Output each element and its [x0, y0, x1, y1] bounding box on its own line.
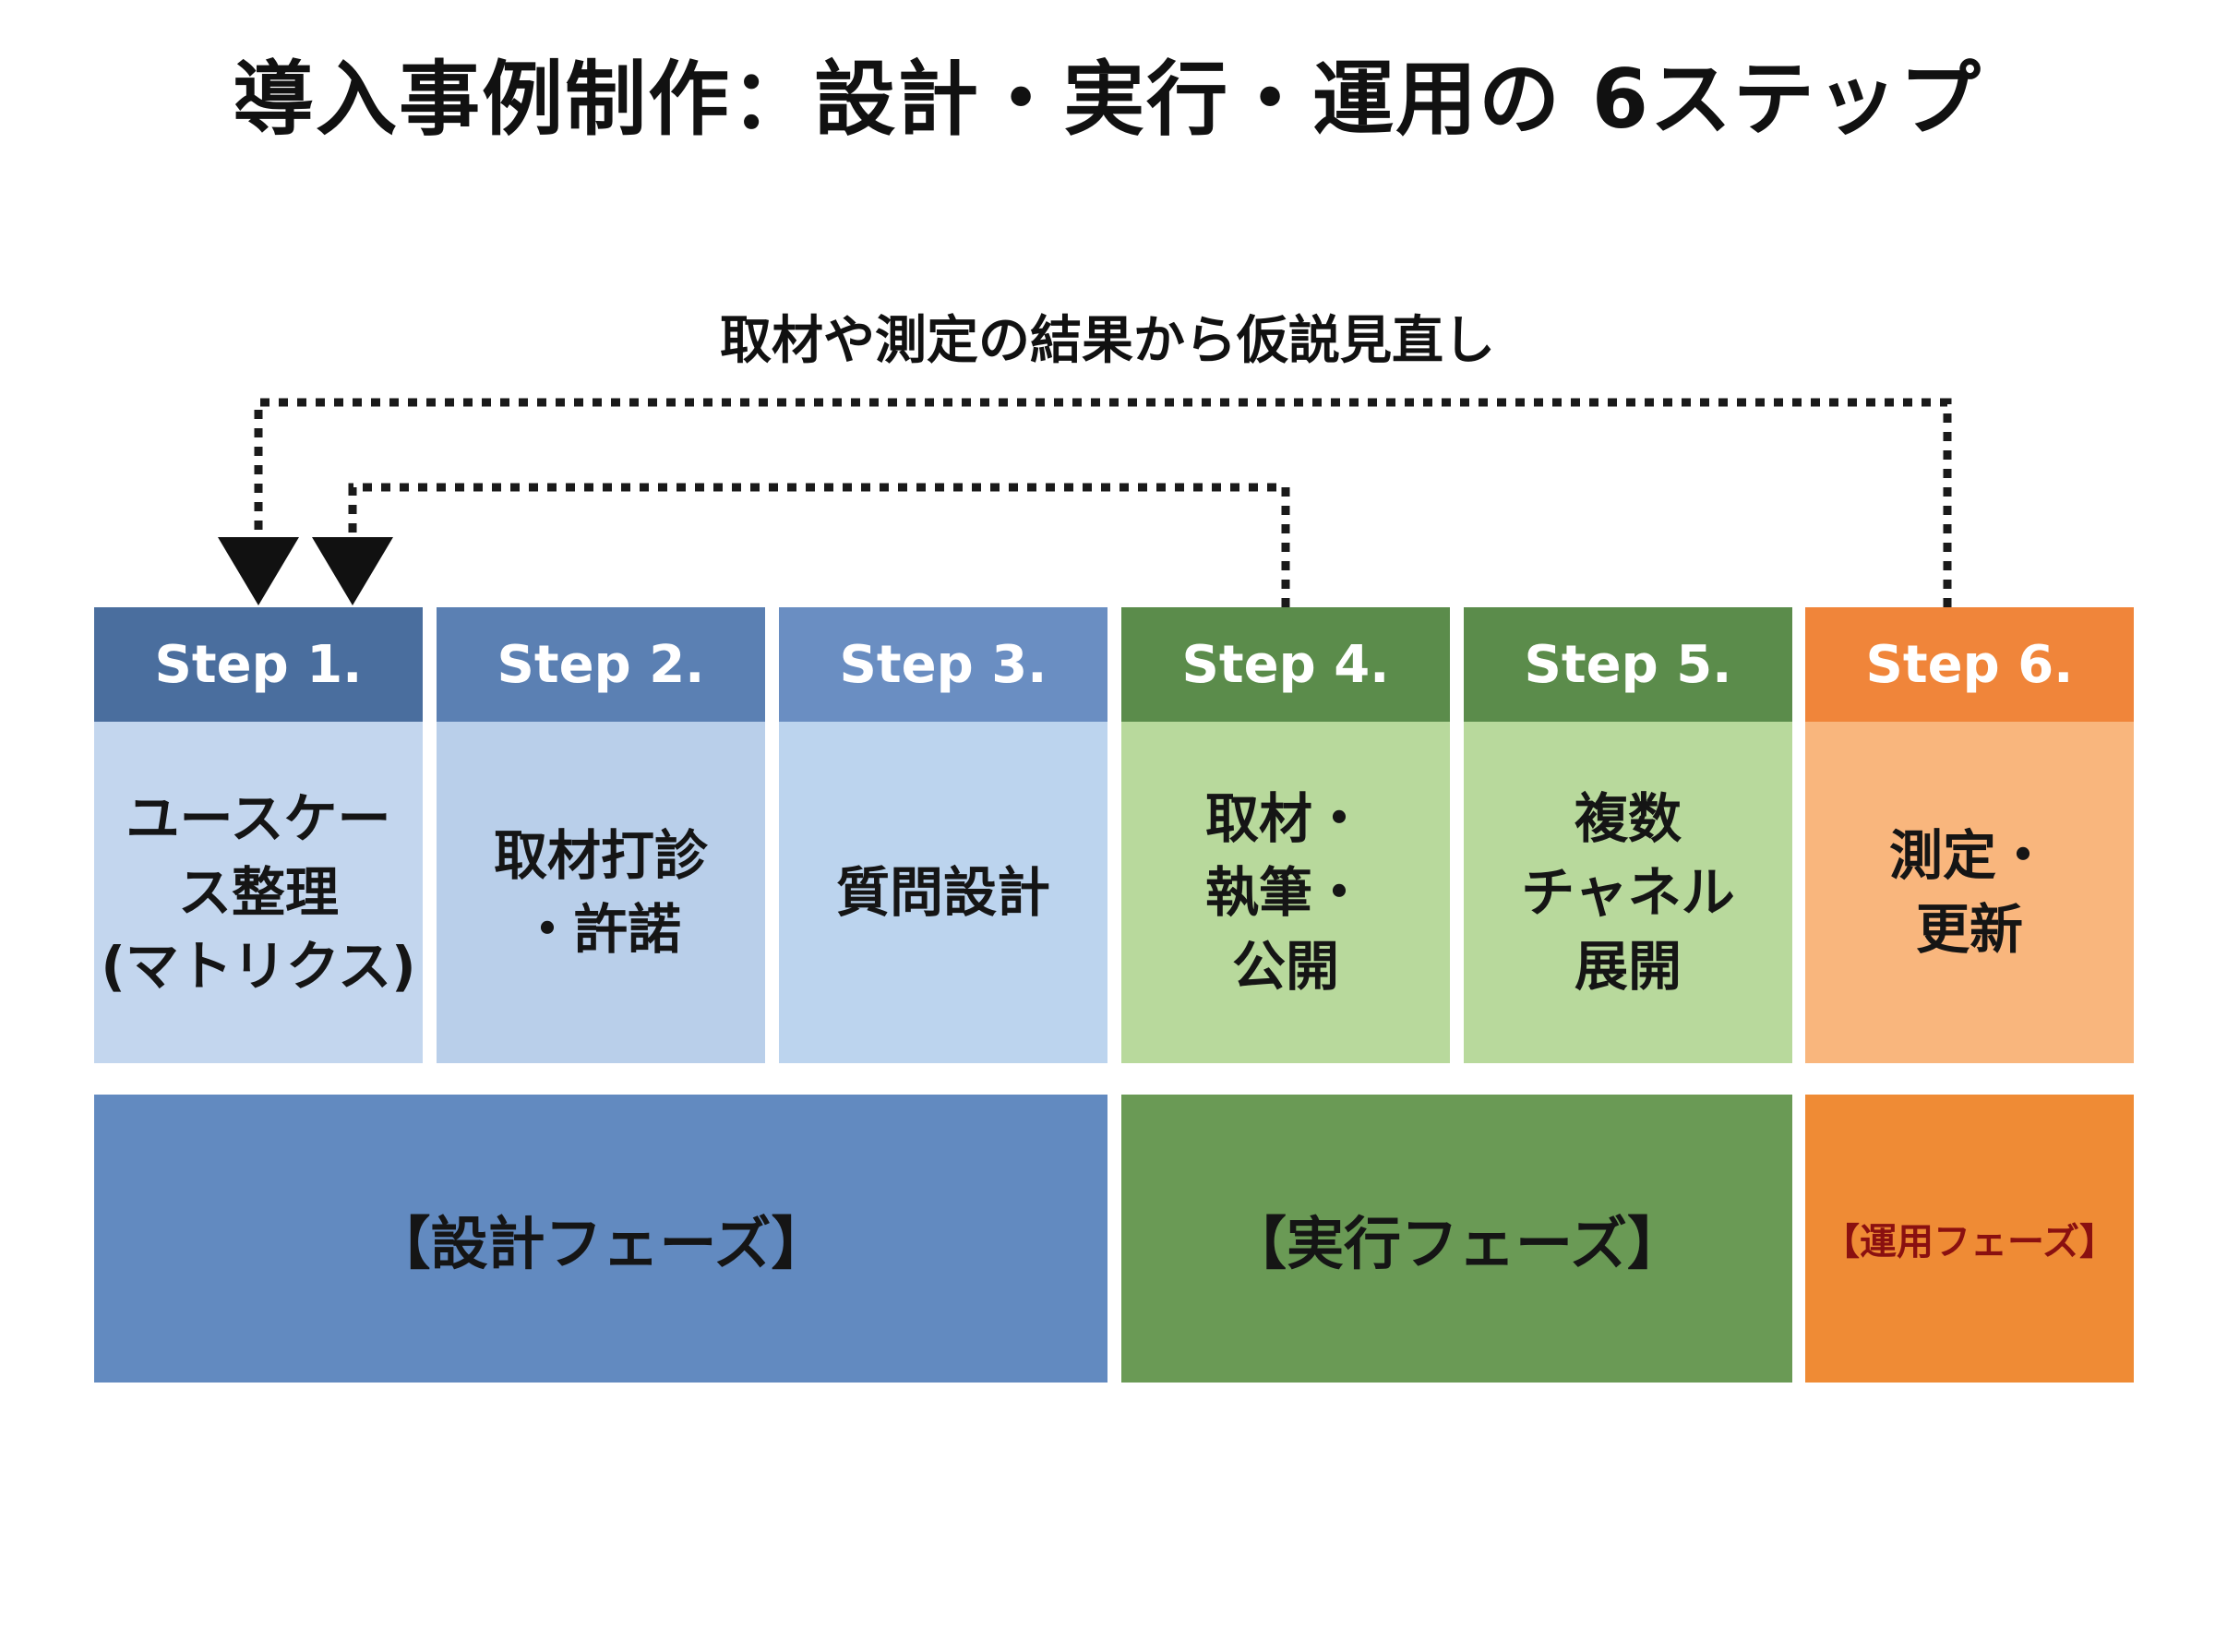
step-6-text: 測定・ 更新 — [1805, 722, 2134, 1063]
step-5-text: 複数 チャネル 展開 — [1464, 722, 1792, 1063]
feedback-loop-label: 取材や測定の結果から仮説見直し — [720, 311, 1495, 371]
feedback-path-step6-to-step1 — [254, 398, 1952, 607]
step-1-label: Step 1. — [94, 607, 423, 722]
arrowhead-outer — [218, 537, 299, 605]
step-5: Step 5. 複数 チャネル 展開 — [1464, 607, 1792, 1063]
step-3-label: Step 3. — [779, 607, 1108, 722]
step-2-text: 取材打診 ・許諾 — [437, 722, 765, 1063]
step-6-label: Step 6. — [1805, 607, 2134, 722]
step-1: Step 1. ユースケー ス整理 (マトリクス) — [94, 607, 423, 1063]
step-6: Step 6. 測定・ 更新 — [1805, 607, 2134, 1063]
arrowhead-inner — [312, 537, 393, 605]
step-4-text: 取材・ 執筆・ 公開 — [1121, 722, 1450, 1063]
step-4: Step 4. 取材・ 執筆・ 公開 — [1121, 607, 1450, 1063]
phase-operate: 【運用フェーズ】 — [1805, 1095, 2134, 1383]
phase-execute: 【実行フェーズ】 — [1121, 1095, 1792, 1383]
feedback-path-step4-to-step1 — [348, 483, 1290, 607]
step-4-label: Step 4. — [1121, 607, 1450, 722]
page-title: 導入事例制作：設計・実行・運用の 6ステップ — [233, 52, 1982, 147]
step-2-label: Step 2. — [437, 607, 765, 722]
step-1-text: ユースケー ス整理 (マトリクス) — [94, 722, 423, 1063]
step-2: Step 2. 取材打診 ・許諾 — [437, 607, 765, 1063]
phase-design: 【設計フェーズ】 — [94, 1095, 1108, 1383]
step-3-text: 質問設計 — [779, 722, 1108, 1063]
step-5-label: Step 5. — [1464, 607, 1792, 722]
step-3: Step 3. 質問設計 — [779, 607, 1108, 1063]
